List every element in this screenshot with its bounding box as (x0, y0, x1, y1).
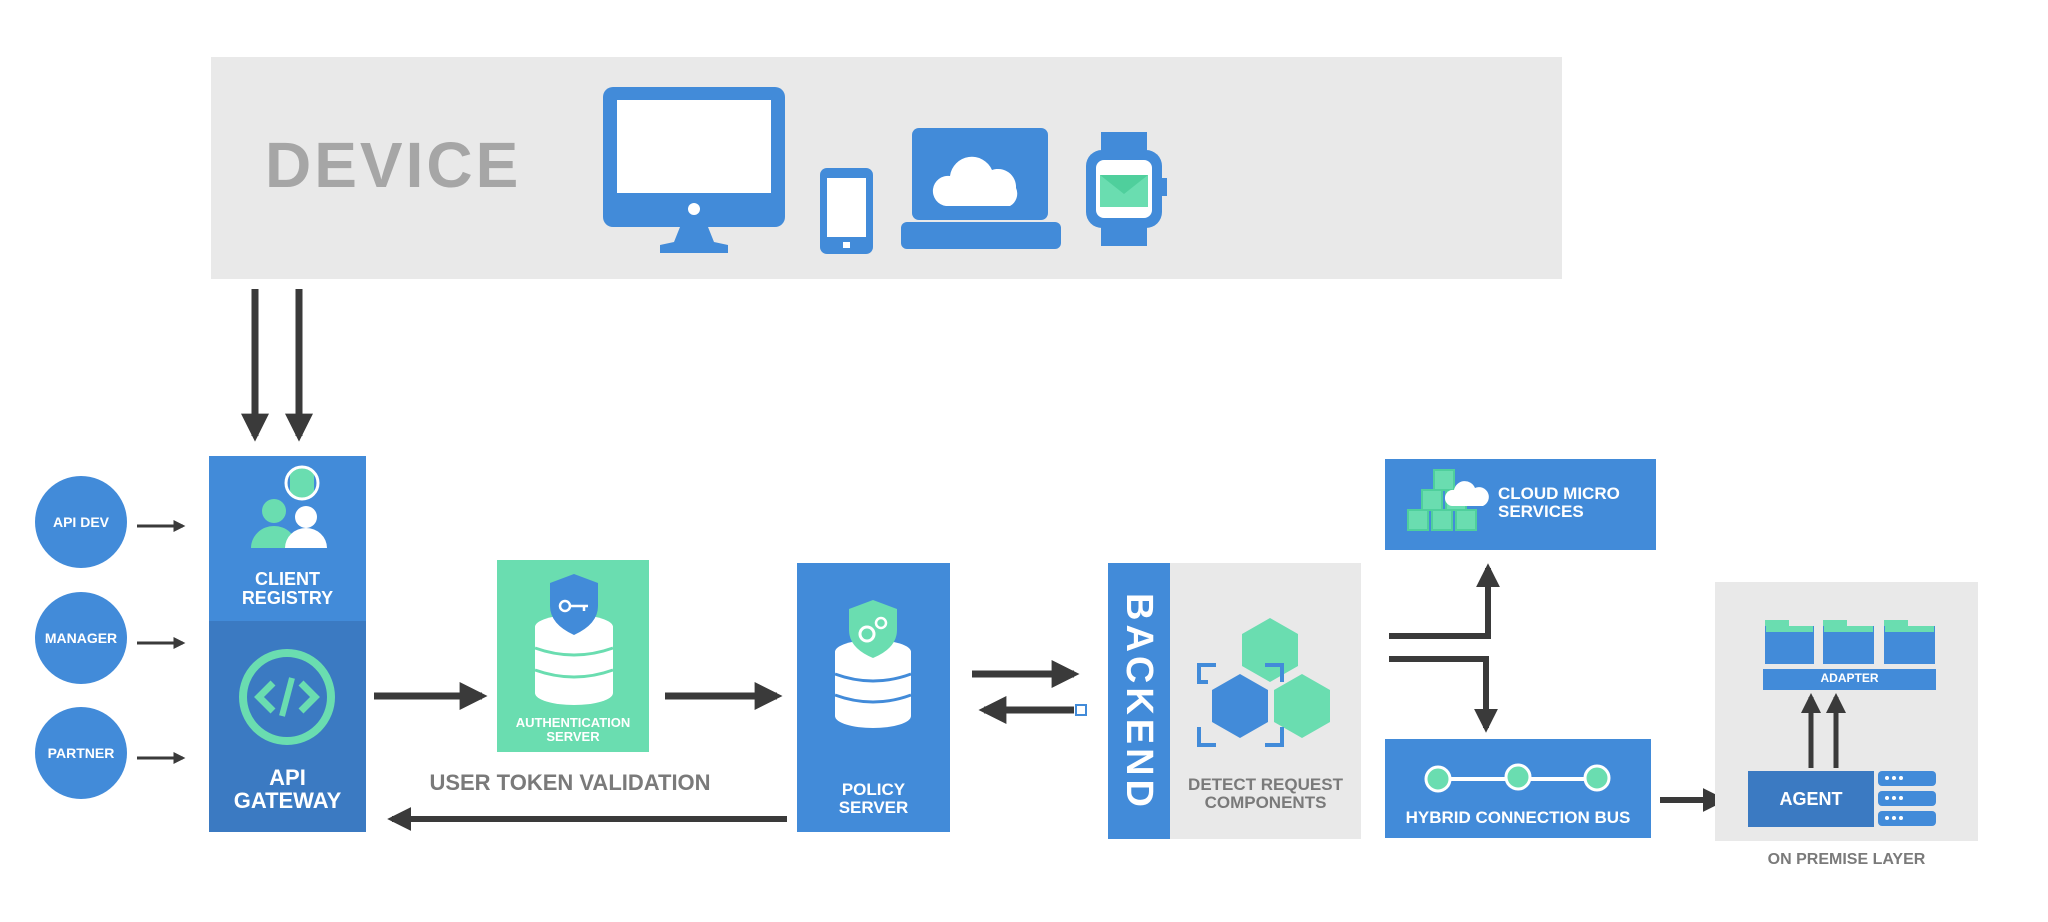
agent-label: AGENT (1779, 789, 1843, 809)
token-validation-label: USER TOKEN VALIDATION (429, 770, 711, 795)
monitor-icon (603, 87, 785, 253)
adapter-label: ADAPTER (1820, 671, 1879, 685)
user-node-manager (35, 592, 127, 684)
api-gateway-line1: API (269, 765, 306, 790)
code-icon (239, 649, 335, 745)
auth-server-line2: SERVER (546, 729, 600, 745)
auth-server-line1: AUTHENTICATION (515, 715, 631, 730)
server-stack-icon (1878, 771, 1936, 826)
user-label-api-dev: API DEV (52, 514, 109, 530)
on-premise-layer-label: ON PREMISE LAYER (1767, 851, 1926, 868)
hybrid-bus-label: HYBRID CONNECTION BUS (1405, 808, 1631, 827)
policy-server-line2: SERVER (838, 797, 909, 817)
cloud-micro-label: CLOUD MICRO SERVICES (1498, 485, 1648, 521)
client-registry-label: CLIENT REGISTRY (209, 570, 366, 608)
users-database-icon (251, 465, 327, 548)
folders-icon (1765, 620, 1935, 664)
backend-label-strip (1108, 563, 1170, 839)
detect-request-label: DETECT REQUEST COMPONENTS (1170, 776, 1361, 812)
cloud-micro-line2: SERVICES (1498, 501, 1584, 521)
smartwatch-icon (1086, 132, 1167, 246)
connector-handle (1075, 704, 1087, 716)
shield-key-icon (550, 574, 598, 635)
database-gear-icon (834, 600, 912, 728)
api-gateway-label: API GATEWAY (209, 766, 366, 812)
detect-request-line1: DETECT REQUEST (1188, 775, 1343, 794)
backend-label: BACKEND (1118, 593, 1160, 811)
policy-server-line1: POLICY (841, 780, 906, 799)
policy-server-label: POLICY SERVER (797, 781, 950, 817)
hexagon-components-icon (1197, 618, 1330, 747)
user-node-partner (35, 707, 127, 799)
device-title: DEVICE (265, 129, 522, 201)
backend-to-bus-arrow (1389, 656, 1498, 733)
backend-to-cloud-arrow (1389, 563, 1500, 639)
device-panel (211, 57, 1562, 279)
laptop-cloud-icon (901, 128, 1061, 249)
user-label-partner: PARTNER (47, 745, 115, 761)
user-node-api-dev (35, 476, 127, 568)
cubes-cloud-icon (1407, 469, 1489, 531)
client-registry-line2: REGISTRY (241, 587, 334, 608)
agent-box (1748, 771, 1874, 827)
auth-server-label: AUTHENTICATION SERVER (497, 715, 649, 745)
client-registry-line1: CLIENT (255, 569, 320, 589)
phone-icon (820, 168, 873, 254)
detect-request-line2: COMPONENTS (1204, 792, 1327, 812)
user-label-manager: MANAGER (44, 630, 118, 646)
adapter-bar (1763, 669, 1936, 690)
bus-nodes-icon (1424, 763, 1611, 793)
api-gateway-line2: GATEWAY (233, 788, 342, 814)
cloud-micro-line1: CLOUD MICRO (1498, 484, 1620, 503)
